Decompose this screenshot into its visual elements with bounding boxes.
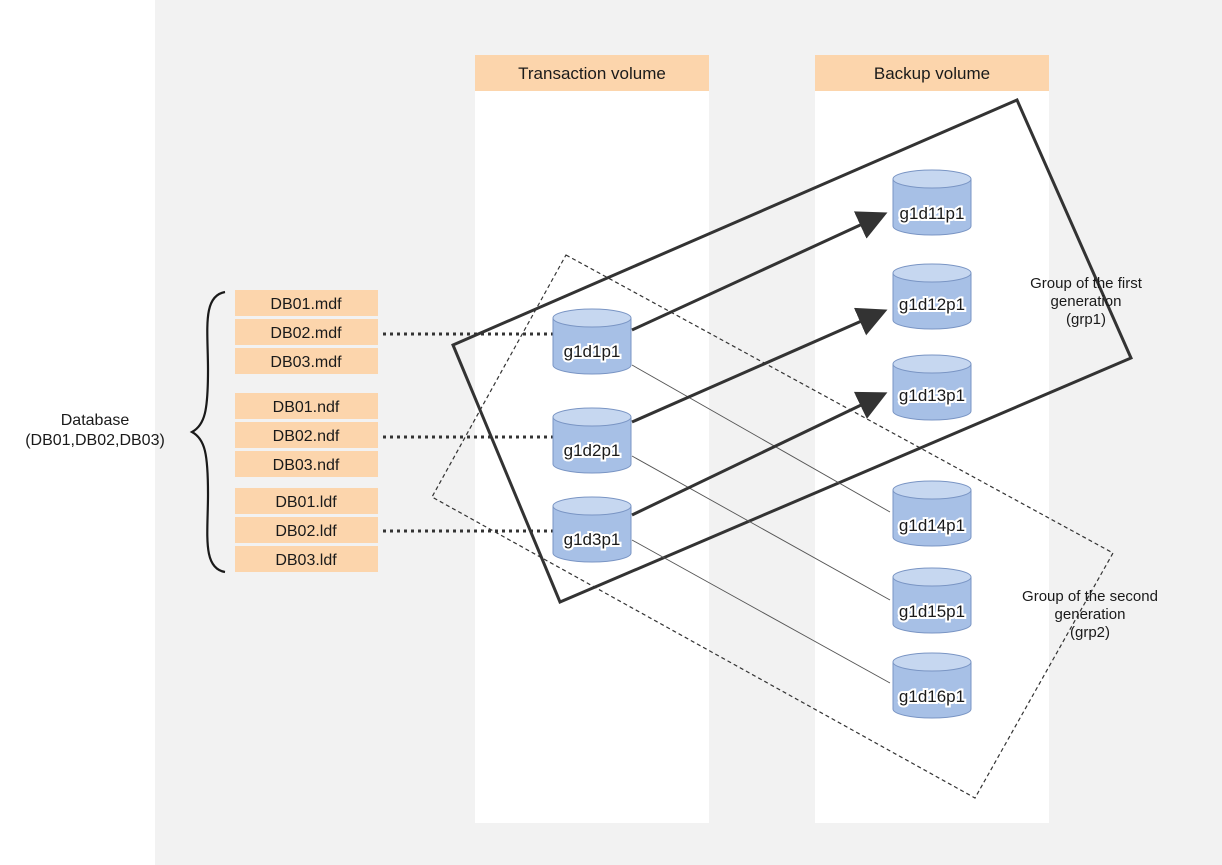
transaction-volume: g1d2p1 (552, 407, 632, 474)
group-second-outline (431, 254, 1114, 799)
database-brace (189, 290, 226, 574)
volume-label: g1d16p1 (899, 687, 965, 706)
file-label: DB03.mdf (270, 354, 342, 371)
file-box (235, 422, 378, 448)
file-box (235, 319, 378, 345)
file-box (235, 290, 378, 316)
database-sublabel: (DB01,DB02,DB03) (25, 432, 165, 449)
group-first-label-line2: generation (1051, 293, 1122, 310)
backup-volume: g1d16p1 (892, 652, 972, 719)
group-first-label-line3: (grp1) (1066, 311, 1106, 328)
link-g1d2p1-g1d15p1 (631, 455, 891, 601)
backup-volume: g1d15p1 (892, 567, 972, 634)
file-label: DB02.ldf (275, 523, 337, 540)
file-label: DB01.ldf (275, 494, 337, 511)
backup-volume: g1d12p1 (892, 263, 972, 330)
cylinder-top (892, 652, 972, 672)
group-second-label-line3: (grp2) (1070, 624, 1110, 641)
file-box (235, 517, 378, 543)
arrow-g1d3p1-g1d13p1 (631, 391, 888, 517)
link-g1d1p1-g1d14p1 (631, 364, 891, 513)
file-box (235, 546, 378, 572)
cylinder-icon (552, 506, 632, 563)
cylinder-icon (892, 662, 972, 719)
volume-label: g1d1p1 (564, 342, 621, 361)
cylinder-top (892, 169, 972, 189)
database-label: Database (61, 412, 130, 429)
transaction-volume: g1d3p1 (552, 496, 632, 563)
transaction-header: Transaction volume (518, 64, 666, 83)
group-first-label-line1: Group of the first (1030, 275, 1143, 292)
cylinder-top (892, 263, 972, 283)
cylinder-icon (892, 364, 972, 421)
volume-label: g1d11p1 (900, 204, 965, 223)
volume-label: g1d12p1 (899, 295, 965, 314)
transaction-volume: g1d1p1 (552, 308, 632, 375)
transaction-header-box (475, 55, 709, 91)
volume-label: g1d15p1 (899, 602, 965, 621)
cylinder-icon (892, 179, 972, 236)
arrow-g1d2p1-g1d12p1 (631, 307, 888, 424)
cylinder-top (552, 308, 632, 328)
cylinder-icon (892, 577, 972, 634)
link-g1d3p1-g1d16p1 (631, 539, 891, 684)
group-first-outline (451, 98, 1133, 604)
backup-volume: g1d13p1 (892, 354, 972, 421)
backup-volume: g1d14p1 (892, 480, 972, 547)
cylinder-top (552, 496, 632, 516)
file-label: DB03.ldf (275, 552, 337, 569)
group-second-label-line1: Group of the second (1022, 588, 1158, 605)
cylinder-top (552, 407, 632, 427)
file-box (235, 348, 378, 374)
backup-volume: g1d11p1 (892, 169, 972, 236)
arrow-g1d1p1-g1d11p1 (631, 211, 888, 332)
cylinder-icon (892, 273, 972, 330)
backup-header: Backup volume (874, 64, 990, 83)
file-label: DB01.ndf (273, 399, 340, 416)
file-box (235, 451, 378, 477)
volume-label: g1d2p1 (564, 441, 621, 460)
file-label: DB03.ndf (273, 457, 340, 474)
volume-label: g1d14p1 (899, 516, 965, 535)
file-box (235, 488, 378, 514)
file-box (235, 393, 378, 419)
group-second-label-line2: generation (1055, 606, 1126, 623)
cylinder-top (892, 567, 972, 587)
volume-label: g1d3p1 (564, 530, 621, 549)
cylinder-icon (552, 417, 632, 474)
file-label: DB01.mdf (270, 296, 342, 313)
volume-label: g1d13p1 (899, 386, 965, 405)
file-label: DB02.ndf (273, 428, 340, 445)
cylinder-top (892, 354, 972, 374)
cylinder-icon (552, 318, 632, 375)
backup-header-box (815, 55, 1049, 91)
cylinder-top (892, 480, 972, 500)
cylinder-icon (892, 490, 972, 547)
file-label: DB02.mdf (270, 325, 342, 342)
file-list: DB01.mdf DB02.mdf DB03.mdf DB01.ndf DB02… (235, 290, 378, 572)
